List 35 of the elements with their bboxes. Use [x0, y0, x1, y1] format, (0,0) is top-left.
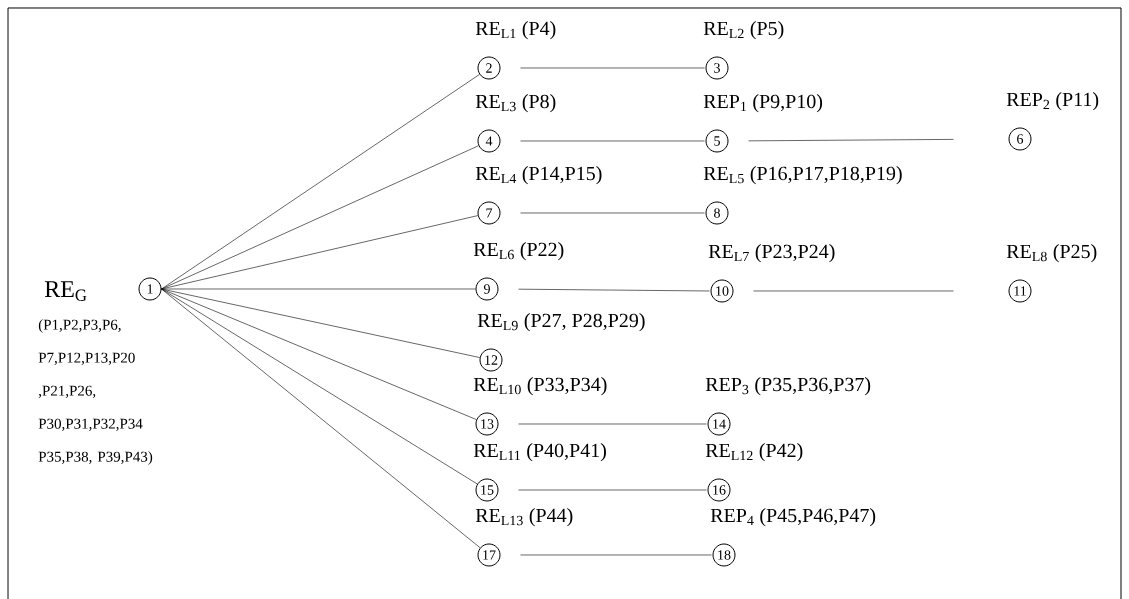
node-heading: RE$_{L1}$ (P4) — [475, 21, 556, 40]
node-heading: RE$_{L10}$ (P33,P34) — [473, 377, 607, 396]
node-heading: REP$_{4}$ (P45,P46,P47) — [710, 508, 876, 527]
connector-line — [753, 290, 954, 292]
node-heading: RE$_{L11}$ (P40,P41) — [473, 443, 606, 462]
connector-line — [518, 489, 707, 491]
node-heading: RE$_{L7}$ (P23,P24) — [708, 244, 835, 263]
connector-line — [748, 139, 954, 142]
node-heading: REP$_{1}$ (P9,P10) — [703, 94, 823, 113]
node-heading: REP$_{2}$ (P11) — [1006, 92, 1099, 111]
node-heading: RE$_{L9}$ (P27, P28,P29) — [477, 313, 645, 332]
node-heading: RE$_{L5}$ (P16,P17,P18,P19) — [703, 166, 902, 185]
node-heading: RE$_{G}$ — [44, 281, 87, 301]
connector-line — [161, 215, 479, 290]
node-note: (P1,P2,P3,P6, P7,P12,P13,P20 ,P21,P26, P30,P31,P32,P34 P35,P38, P39,P43) — [38, 319, 153, 465]
node-heading: RE$_{L13}$ (P44) — [475, 508, 573, 527]
connector-line — [161, 288, 478, 485]
connector-line — [161, 288, 476, 290]
node-heading: REP$_{3}$ (P35,P36,P37) — [705, 377, 871, 396]
connector-line — [520, 67, 705, 69]
node-heading: RE$_{L2}$ (P5) — [703, 21, 784, 40]
node-heading: RE$_{L3}$ (P8) — [475, 94, 556, 113]
connector-line — [161, 74, 480, 290]
connector-line — [518, 423, 707, 425]
node-heading: RE$_{L12}$ (P42) — [705, 443, 803, 462]
node-heading: RE$_{L6}$ (P22) — [473, 242, 564, 261]
connector-line — [161, 288, 481, 549]
connector-line — [518, 288, 710, 292]
connector-line — [520, 554, 712, 556]
connector-line — [520, 140, 705, 142]
connector-line — [520, 212, 705, 214]
node-heading: RE$_{L4}$ (P14,P15) — [475, 166, 602, 185]
connector-line — [161, 288, 481, 358]
connector-line — [161, 145, 479, 290]
node-heading: RE$_{L8}$ (P25) — [1006, 244, 1097, 263]
